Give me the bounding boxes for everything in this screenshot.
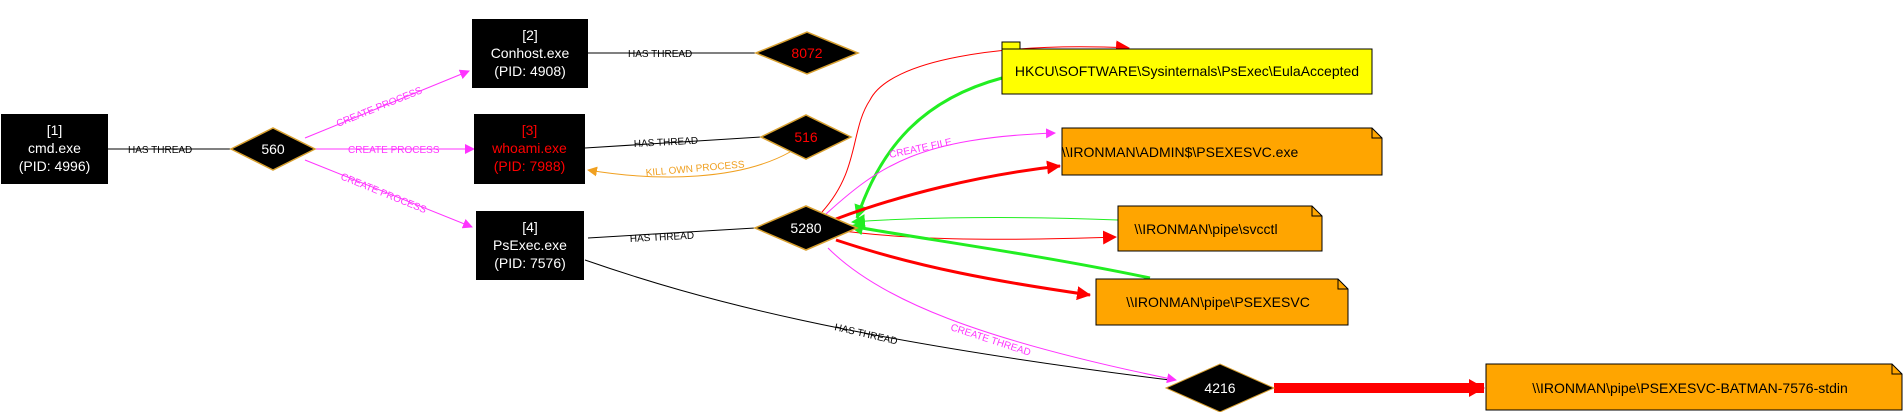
edge-label-t560-p4: CREATE PROCESS	[339, 172, 428, 217]
edge-label-t560-p2: CREATE PROCESS	[335, 85, 424, 130]
edge-t5280-svcctl	[835, 229, 1117, 245]
edge-p4-t5280	[587, 227, 756, 239]
edge-p3-t516	[584, 136, 762, 149]
edge-t5280-exe-create	[825, 128, 1056, 215]
process-name: cmd.exe	[28, 140, 81, 156]
file-path-label: \\IRONMAN\pipe\svcctl	[1134, 221, 1277, 237]
process-name: Conhost.exe	[491, 45, 570, 61]
thread-node-560[interactable]: 560	[229, 127, 317, 171]
thread-id: 5280	[790, 220, 821, 236]
thread-id: 8072	[791, 45, 822, 61]
thread-node-8072[interactable]: 8072	[754, 31, 860, 75]
process-pid: (PID: 7988)	[494, 158, 566, 174]
edge-svcctl-t5280	[851, 214, 1119, 229]
edge-label-p4-t4216: HAS THREAD	[833, 322, 898, 347]
process-node-whoami[interactable]: [3] whoami.exe (PID: 7988)	[474, 114, 585, 184]
edge-t5280-t4216	[827, 247, 1177, 384]
thread-node-5280[interactable]: 5280	[753, 205, 859, 251]
registry-key-label: HKCU\SOFTWARE\Sysinternals\PsExec\EulaAc…	[1015, 63, 1359, 79]
process-index: [4]	[522, 219, 538, 235]
process-index: [2]	[522, 27, 538, 43]
file-node-pipe-svcctl[interactable]: \\IRONMAN\pipe\svcctl	[1117, 205, 1323, 252]
process-name: whoami.exe	[491, 140, 567, 156]
edge-reg-t5280	[854, 76, 1003, 219]
process-pid: (PID: 4908)	[494, 63, 566, 79]
registry-node-eula[interactable]: HKCU\SOFTWARE\Sysinternals\PsExec\EulaAc…	[1001, 41, 1373, 95]
edge-t5280-reg	[821, 40, 1130, 213]
edge-label-p4-t5280: HAS THREAD	[630, 231, 695, 245]
process-node-cmd[interactable]: [1] cmd.exe (PID: 4996)	[1, 114, 108, 184]
file-node-pipe-psexesvc[interactable]: \\IRONMAN\pipe\PSEXESVC	[1095, 278, 1349, 326]
thread-id: 560	[261, 141, 285, 157]
thread-id: 4216	[1204, 380, 1235, 396]
edge-t5280-psexesvc	[835, 238, 1091, 301]
thread-node-516[interactable]: 516	[759, 114, 853, 160]
edge-label-t5280-t4216: CREATE THREAD	[949, 322, 1032, 358]
process-pid: (PID: 7576)	[494, 255, 566, 271]
edge-label-p1-t560: HAS THREAD	[128, 145, 192, 156]
process-index: [1]	[47, 122, 63, 138]
edge-t516-p3-kill	[587, 151, 791, 178]
process-pid: (PID: 4996)	[19, 158, 91, 174]
file-path-label: \\IRONMAN\pipe\PSEXESVC-BATMAN-7576-stdi…	[1532, 380, 1848, 396]
edge-t560-p4	[304, 159, 473, 229]
process-node-conhost[interactable]: [2] Conhost.exe (PID: 4908)	[472, 19, 588, 88]
edge-label-p3-t516: HAS THREAD	[634, 136, 699, 150]
process-node-psexec[interactable]: [4] PsExec.exe (PID: 7576)	[476, 211, 584, 280]
process-index: [3]	[522, 122, 538, 138]
file-path-label: \\IRONMAN\pipe\PSEXESVC	[1126, 294, 1310, 310]
edge-label-t560-p3: CREATE PROCESS	[348, 145, 440, 156]
edge-psexesvc-t5280	[849, 221, 1151, 280]
file-path-label: \\IRONMAN\ADMIN$\PSEXESVC.exe	[1062, 144, 1299, 160]
thread-node-4216[interactable]: 4216	[1164, 363, 1276, 412]
file-node-pipe-stdin[interactable]: \\IRONMAN\pipe\PSEXESVC-BATMAN-7576-stdi…	[1485, 363, 1903, 411]
file-node-psexesvc-exe[interactable]: \\IRONMAN\ADMIN$\PSEXESVC.exe	[1061, 127, 1383, 176]
edge-label-p2-t8072: HAS THREAD	[628, 49, 692, 60]
process-name: PsExec.exe	[493, 237, 567, 253]
edge-t560-p2	[304, 69, 470, 139]
edge-t5280-exe-write	[835, 160, 1061, 221]
thread-id: 516	[794, 129, 818, 145]
edge-p4-t4216	[584, 259, 1171, 381]
